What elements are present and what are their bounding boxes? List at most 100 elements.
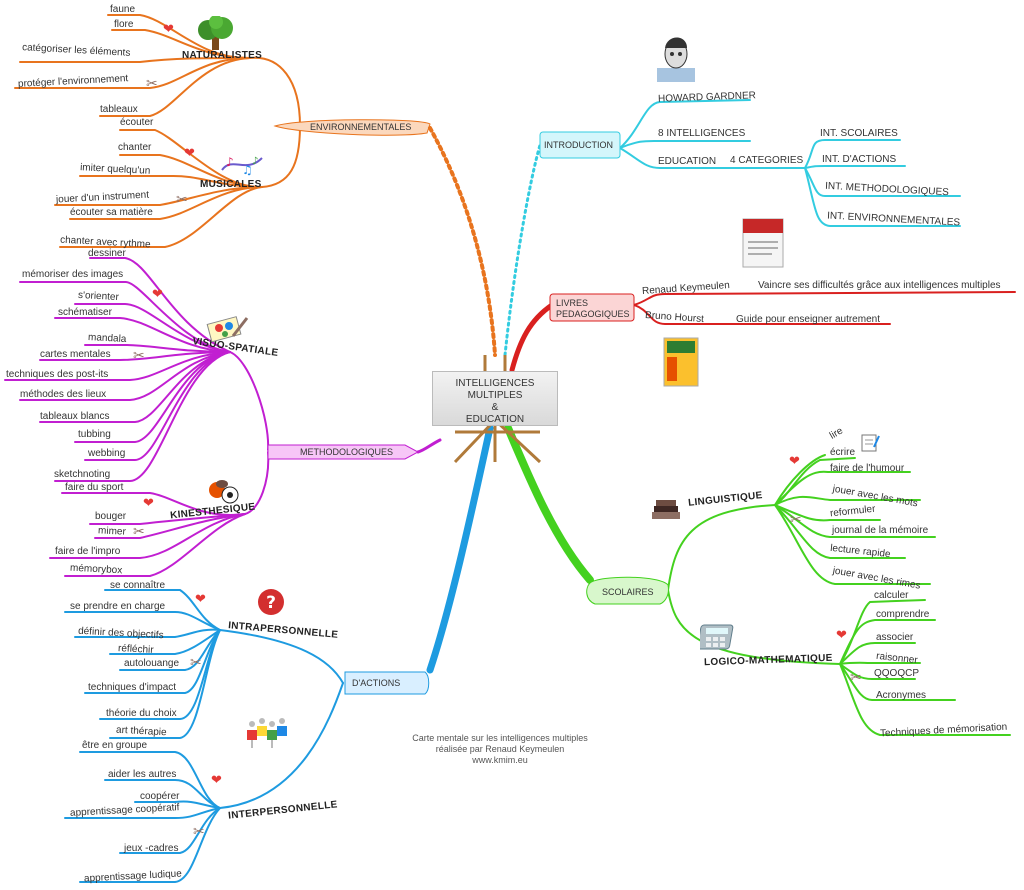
central-topic[interactable]: INTELLIGENCES MULTIPLES & EDUCATION: [432, 371, 558, 426]
heart-icon: ❤: [211, 773, 222, 788]
easel-icon: [453, 355, 542, 464]
visuo-item[interactable]: mémoriser des images: [22, 269, 124, 280]
center-line-3: &: [491, 402, 499, 413]
branch-scolaires[interactable]: SCOLAIRES: [602, 587, 654, 597]
credit-line: réalisée par Renaud Keymeulen: [435, 744, 565, 754]
kines-item[interactable]: bouger: [95, 511, 127, 522]
heart-icon: ❤: [163, 22, 174, 37]
branch-actions[interactable]: D'ACTIONS: [352, 678, 401, 688]
tools-icon: ✂: [790, 512, 802, 528]
visuo-item[interactable]: dessiner: [88, 248, 126, 259]
heart-icon: ❤: [152, 287, 163, 302]
visuo-item[interactable]: tableaux blancs: [40, 411, 110, 422]
musicales-item[interactable]: écouter sa matière: [70, 207, 153, 218]
visuo-item[interactable]: cartes mentales: [40, 349, 111, 360]
tools-icon: ✂: [146, 76, 158, 92]
intro-item-4-categories[interactable]: 4 CATEGORIES: [730, 155, 804, 166]
intra-item[interactable]: réfléchir: [117, 643, 154, 656]
svg-text:♪: ♪: [226, 155, 234, 169]
heart-icon: ❤: [195, 592, 206, 607]
visuo-item[interactable]: s'orienter: [77, 289, 120, 304]
category-actions[interactable]: INT. D'ACTIONS: [822, 154, 897, 165]
sports-icon: [209, 480, 239, 504]
tools-icon: ✂: [133, 348, 145, 364]
intra-item[interactable]: se connaître: [110, 580, 166, 591]
inter-item[interactable]: coopérer: [140, 791, 180, 802]
tools-icon: ✂: [850, 670, 862, 686]
logico-item[interactable]: QQOQCP: [874, 668, 920, 679]
naturalistes-item[interactable]: flore: [114, 19, 134, 30]
intra-item[interactable]: théorie du choix: [106, 708, 177, 719]
tools-icon: ✂: [193, 824, 205, 840]
intra-item[interactable]: techniques d'impact: [88, 682, 177, 693]
naturalistes-item[interactable]: tableaux: [100, 104, 138, 115]
question-icon: ?: [258, 589, 284, 615]
svg-text:♫: ♫: [242, 163, 253, 177]
inter-item[interactable]: être en groupe: [82, 740, 148, 751]
svg-text:?: ?: [266, 593, 276, 613]
linguistique-item[interactable]: journal de la mémoire: [832, 525, 929, 536]
paint-icon: [206, 316, 249, 342]
kines-item[interactable]: faire du sport: [65, 482, 124, 493]
branch-methodologiques[interactable]: METHODOLOGIQUES: [300, 447, 394, 457]
branch-livres-line2[interactable]: PEDAGOGIQUES: [556, 309, 630, 319]
linguistique-item[interactable]: écrire: [830, 447, 856, 458]
puzzle-people-icon: [247, 718, 287, 748]
category-scolaires[interactable]: INT. SCOLAIRES: [820, 128, 898, 139]
branch-environnementales[interactable]: ENVIRONNEMENTALES: [310, 122, 412, 132]
musicales-item[interactable]: écouter: [120, 117, 154, 128]
tools-icon: ✂: [176, 192, 188, 208]
branch-introduction[interactable]: INTRODUCTION: [544, 140, 613, 150]
notepad-icon: [861, 434, 880, 452]
inter-item[interactable]: jeux -cadres: [124, 843, 179, 854]
heart-icon: ❤: [143, 496, 154, 511]
center-line-2: MULTIPLES: [467, 390, 523, 401]
musicales-title[interactable]: MUSICALES: [200, 179, 262, 190]
intro-item-8-intelligences[interactable]: 8 INTELLIGENCES: [658, 128, 746, 139]
livres-title-guide[interactable]: Guide pour enseigner autrement: [736, 314, 880, 325]
credit-line: www.kmim.eu: [472, 755, 528, 765]
heart-icon: ❤: [836, 628, 847, 643]
logico-item[interactable]: associer: [876, 632, 914, 643]
portrait-icon: [657, 37, 695, 82]
books-stack-icon: [652, 500, 680, 519]
visuo-item[interactable]: méthodes des lieux: [20, 389, 107, 400]
center-line-1: INTELLIGENCES: [455, 378, 535, 389]
music-icon: ♪ ♫ ♪: [221, 155, 263, 177]
visuo-item[interactable]: sketchnoting: [54, 469, 111, 480]
logico-item[interactable]: Acronymes: [876, 690, 927, 701]
visuo-item[interactable]: mandala: [87, 332, 127, 345]
tools-icon: ✂: [133, 524, 145, 540]
inter-item[interactable]: aider les autres: [108, 769, 177, 780]
kines-item[interactable]: mimer: [97, 525, 127, 538]
book-icon: [663, 337, 699, 387]
kines-item[interactable]: faire de l'impro: [55, 546, 121, 557]
credit-line: Carte mentale sur les intelligences mult…: [412, 733, 588, 743]
calculator-icon: [700, 624, 734, 650]
musicales-item[interactable]: chanter: [118, 142, 152, 153]
livres-title-vaincre[interactable]: Vaincre ses difficultés grâce aux intell…: [758, 280, 1001, 291]
book-icon: [742, 218, 784, 268]
intra-item[interactable]: autolouange: [124, 658, 180, 669]
visuo-item[interactable]: schématiser: [58, 307, 112, 318]
intra-item[interactable]: art thérapie: [115, 724, 167, 739]
visuo-item[interactable]: tubbing: [78, 429, 111, 440]
branch-livres-line1[interactable]: LIVRES: [556, 298, 589, 308]
logico-item[interactable]: calculer: [874, 590, 909, 601]
visuo-item[interactable]: techniques des post-its: [6, 369, 109, 380]
intro-item-education[interactable]: EDUCATION: [658, 156, 717, 167]
heart-icon: ❤: [184, 146, 195, 161]
logico-item[interactable]: comprendre: [876, 609, 930, 620]
svg-text:♪: ♪: [252, 156, 258, 167]
tools-icon: ✂: [190, 655, 202, 671]
naturalistes-title[interactable]: NATURALISTES: [182, 50, 263, 61]
heart-icon: ❤: [789, 454, 800, 469]
visuo-item[interactable]: webbing: [88, 448, 126, 459]
intra-item[interactable]: se prendre en charge: [70, 601, 166, 612]
naturalistes-item[interactable]: faune: [110, 4, 136, 15]
linguistique-item[interactable]: faire de l'humour: [830, 463, 905, 474]
credit-note: Carte mentale sur les intelligences mult…: [390, 733, 610, 766]
tree-icon: [198, 16, 233, 50]
